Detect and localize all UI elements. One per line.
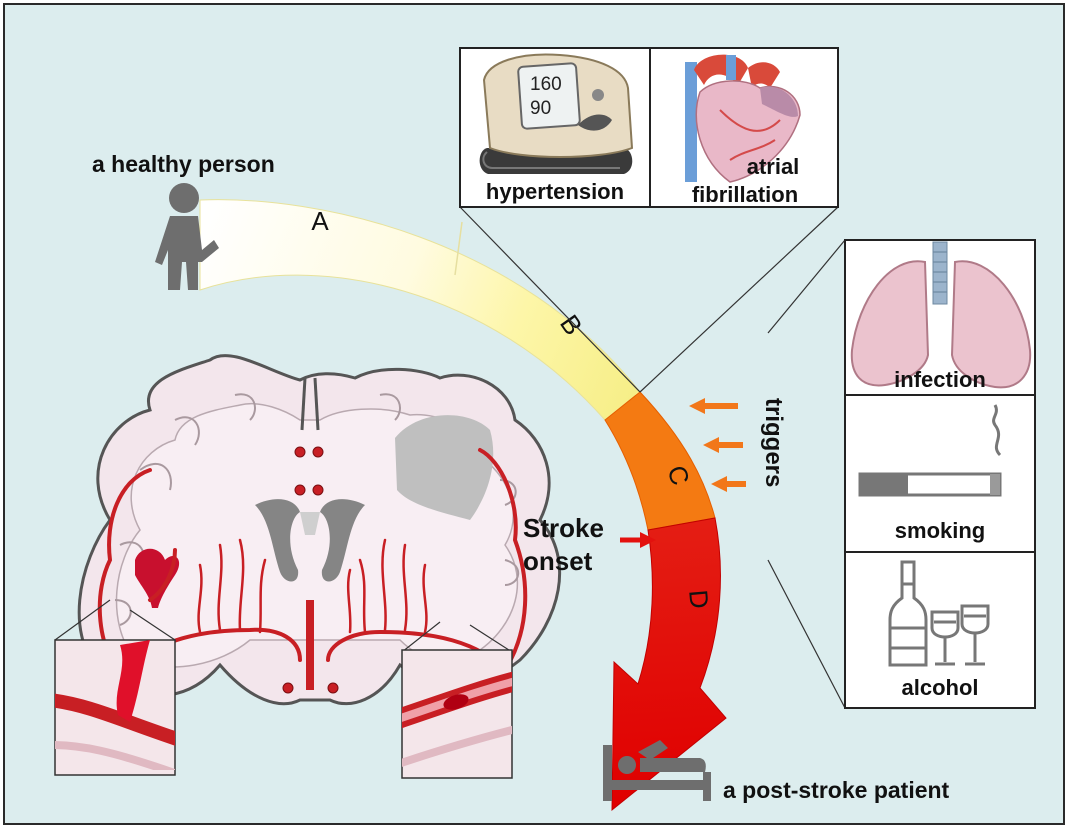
- hypertension-label: hypertension: [486, 179, 624, 204]
- stroke-onset-label-line1: Stroke: [523, 513, 604, 543]
- risk-factor-boxes: 160 90 hypertension atrial fibrillation: [460, 48, 838, 207]
- atrial-label-line1: atrial: [747, 154, 800, 179]
- triggers-label: triggers: [760, 398, 787, 487]
- alcohol-label: alcohol: [901, 675, 978, 700]
- blood-pressure-monitor-icon: 160 90: [480, 54, 633, 174]
- post-stroke-patient-label: a post-stroke patient: [723, 777, 950, 803]
- atrial-label-line2: fibrillation: [692, 182, 798, 207]
- healthy-person-label: a healthy person: [92, 151, 275, 177]
- thrombosis-inset: [395, 650, 520, 778]
- stage-a-label: A: [311, 206, 329, 236]
- hemorrhage-inset: [50, 640, 180, 775]
- stroke-onset-label-line2: onset: [523, 546, 593, 576]
- bp-systolic-value: 160: [530, 74, 562, 95]
- trigger-boxes: infection smoking alcohol: [845, 240, 1035, 708]
- infection-label: infection: [894, 367, 986, 392]
- stage-d-label: D: [683, 589, 715, 610]
- smoking-label: smoking: [895, 518, 985, 543]
- bp-diastolic-value: 90: [530, 98, 551, 119]
